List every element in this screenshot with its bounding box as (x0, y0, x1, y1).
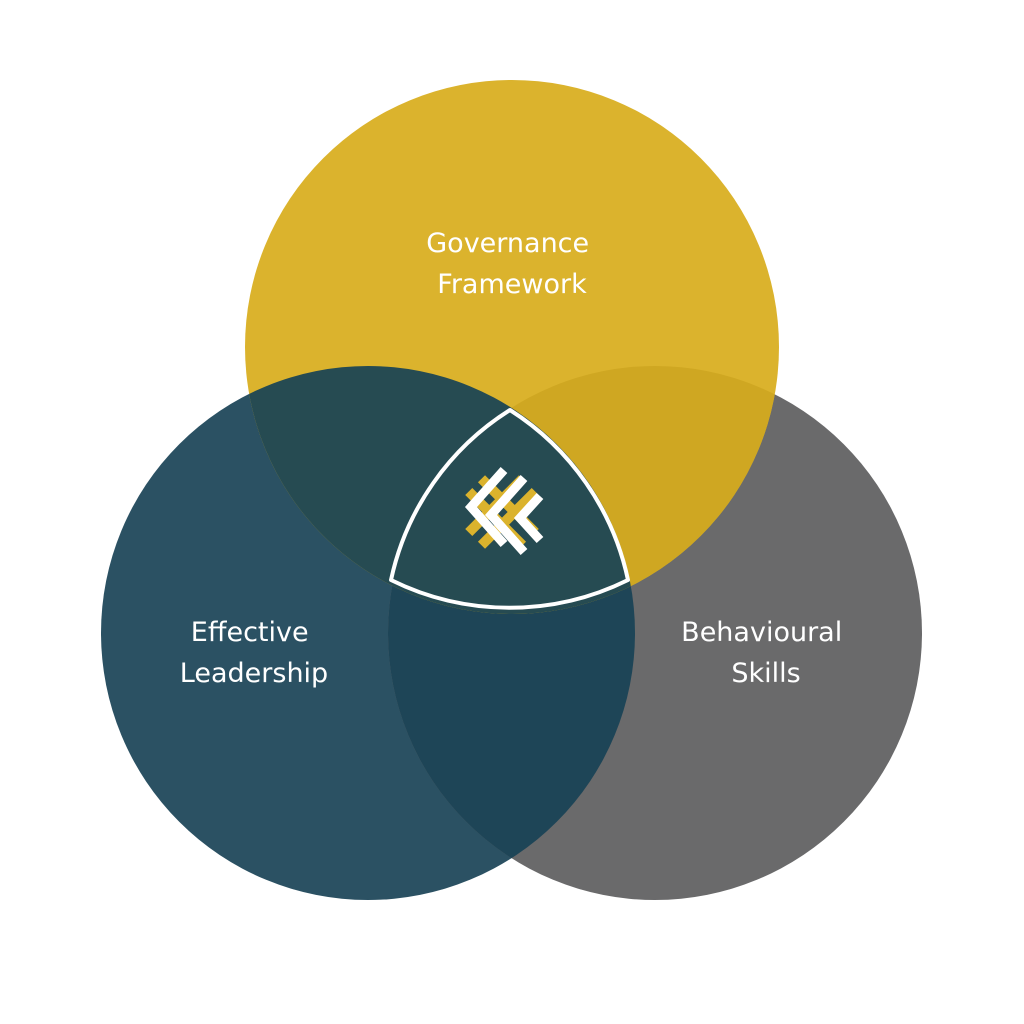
label-governance-framework: Governance Framework (426, 228, 597, 300)
label-effective-leadership: Effective Leadership (180, 617, 328, 689)
label-behavioural-skills: Behavioural Skills (681, 617, 851, 689)
chevron-lattice-logo (464, 467, 544, 555)
